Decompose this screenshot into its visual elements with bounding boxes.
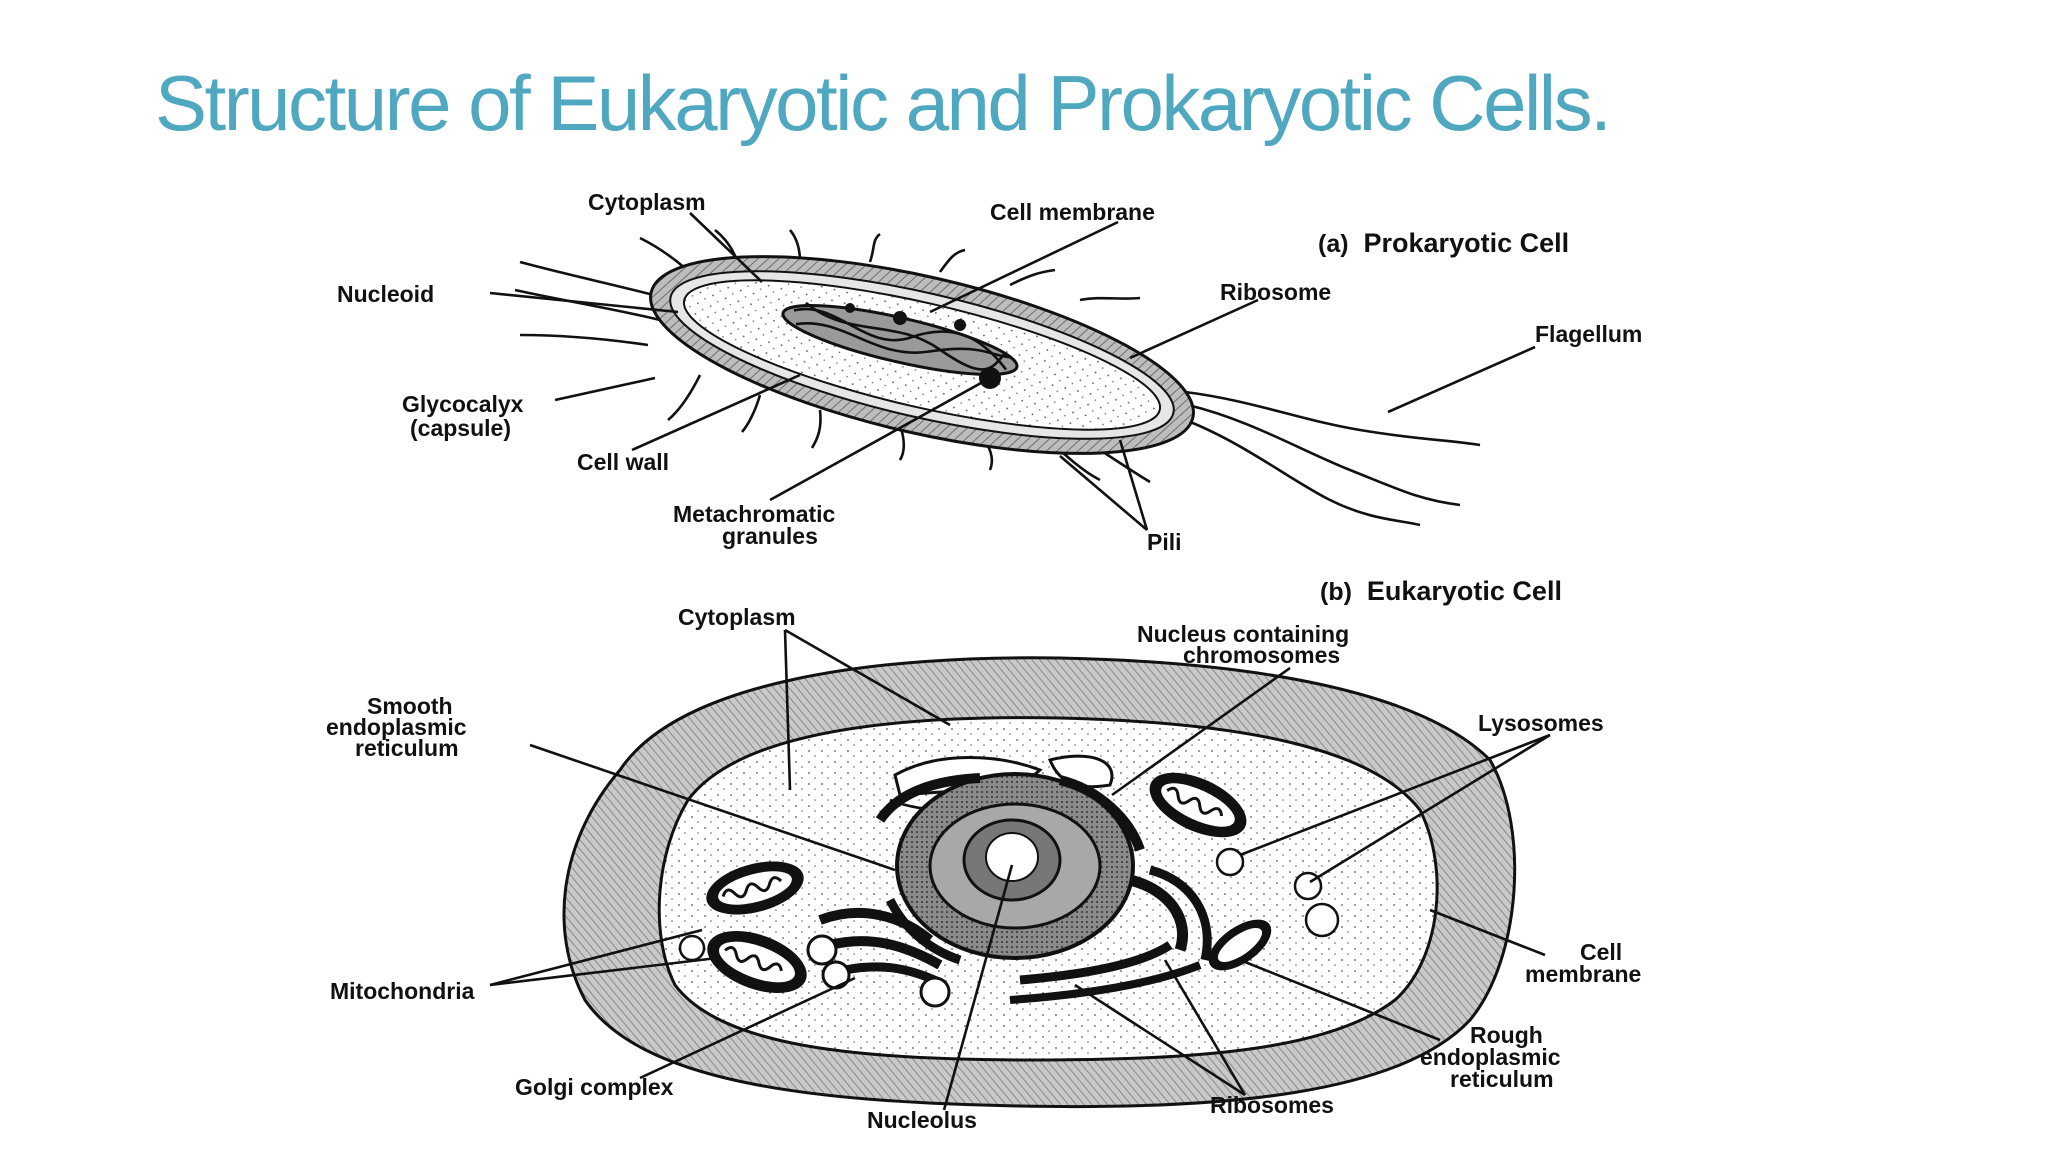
label-cytoplasm-eukaryotic: Cytoplasm [678, 604, 796, 630]
ribosome-dot [893, 311, 907, 325]
label-mitochondria: Mitochondria [330, 978, 475, 1004]
label-rough-er-line1: Rough [1470, 1022, 1543, 1048]
mitochondrion [1208, 919, 1272, 971]
label-glycocalyx-line1: Glycocalyx [402, 391, 524, 417]
prokaryotic-cell: Cytoplasm Cell membrane (a) Prokaryotic … [337, 189, 1642, 555]
flagellum-strands [1179, 390, 1481, 527]
label-glycocalyx-line2: (capsule) [410, 415, 511, 441]
lysosome [1215, 847, 1245, 877]
label-golgi-complex: Golgi complex [515, 1074, 674, 1100]
label-pili: Pili [1147, 529, 1182, 555]
rough-er-shape [1009, 865, 1212, 1004]
label-metachromatic-line2: granules [722, 523, 818, 549]
ribosome-dot [954, 319, 966, 331]
label-metachromatic-line1: Metachromatic [673, 501, 836, 527]
label-ribosomes-eukaryotic: Ribosomes [1210, 1092, 1334, 1118]
label-lysosomes: Lysosomes [1478, 710, 1604, 736]
eukaryotic-cell: (b) Eukaryotic Cell Cytoplasm Nucleus co… [326, 576, 1641, 1133]
label-smooth-er-line3: reticulum [355, 735, 459, 761]
label-smooth-er-line1: Smooth [367, 693, 453, 719]
pili-hairs [514, 228, 1151, 484]
label-rough-er-line3: reticulum [1450, 1066, 1554, 1092]
label-cell-membrane-eukaryotic-line1: Cell [1580, 939, 1622, 965]
caption-prokaryotic-text: Prokaryotic Cell [1364, 228, 1570, 258]
label-cell-wall: Cell wall [577, 449, 669, 475]
caption-prefix-a: (a) [1318, 230, 1349, 258]
nucleus [875, 772, 1145, 965]
label-nucleus-line2: chromosomes [1183, 642, 1340, 668]
eukaryotic-leader-lines [489, 628, 1551, 1111]
slide-title: Structure of Eukaryotic and Prokaryotic … [155, 59, 1612, 147]
label-nucleolus: Nucleolus [867, 1107, 977, 1133]
label-cytoplasm-prokaryotic: Cytoplasm [588, 189, 706, 215]
lysosome [1304, 902, 1340, 938]
vesicle [678, 934, 706, 962]
caption-prefix-b: (b) [1320, 578, 1352, 606]
label-smooth-er-line2: endoplasmic [326, 714, 467, 740]
label-nucleus-line1: Nucleus containing [1137, 621, 1349, 647]
golgi-complex-shape [806, 907, 951, 1008]
caption-eukaryotic-text: Eukaryotic Cell [1367, 576, 1562, 606]
label-cell-membrane-prokaryotic: Cell membrane [990, 199, 1155, 225]
mitochondrion [707, 931, 807, 993]
label-ribosome: Ribosome [1220, 279, 1331, 305]
caption-eukaryotic: (b) Eukaryotic Cell [1320, 576, 1562, 606]
mitochondrion [1149, 772, 1247, 838]
label-rough-er-line2: endoplasmic [1420, 1044, 1561, 1070]
mitochondrion [706, 861, 804, 915]
ribosome-dot [845, 303, 855, 313]
caption-prokaryotic: (a) Prokaryotic Cell [1318, 228, 1569, 258]
label-cell-membrane-eukaryotic-line2: membrane [1525, 961, 1641, 987]
label-flagellum: Flagellum [1535, 321, 1642, 347]
label-nucleoid: Nucleoid [337, 281, 434, 307]
prokaryotic-leader-lines [489, 212, 1536, 531]
